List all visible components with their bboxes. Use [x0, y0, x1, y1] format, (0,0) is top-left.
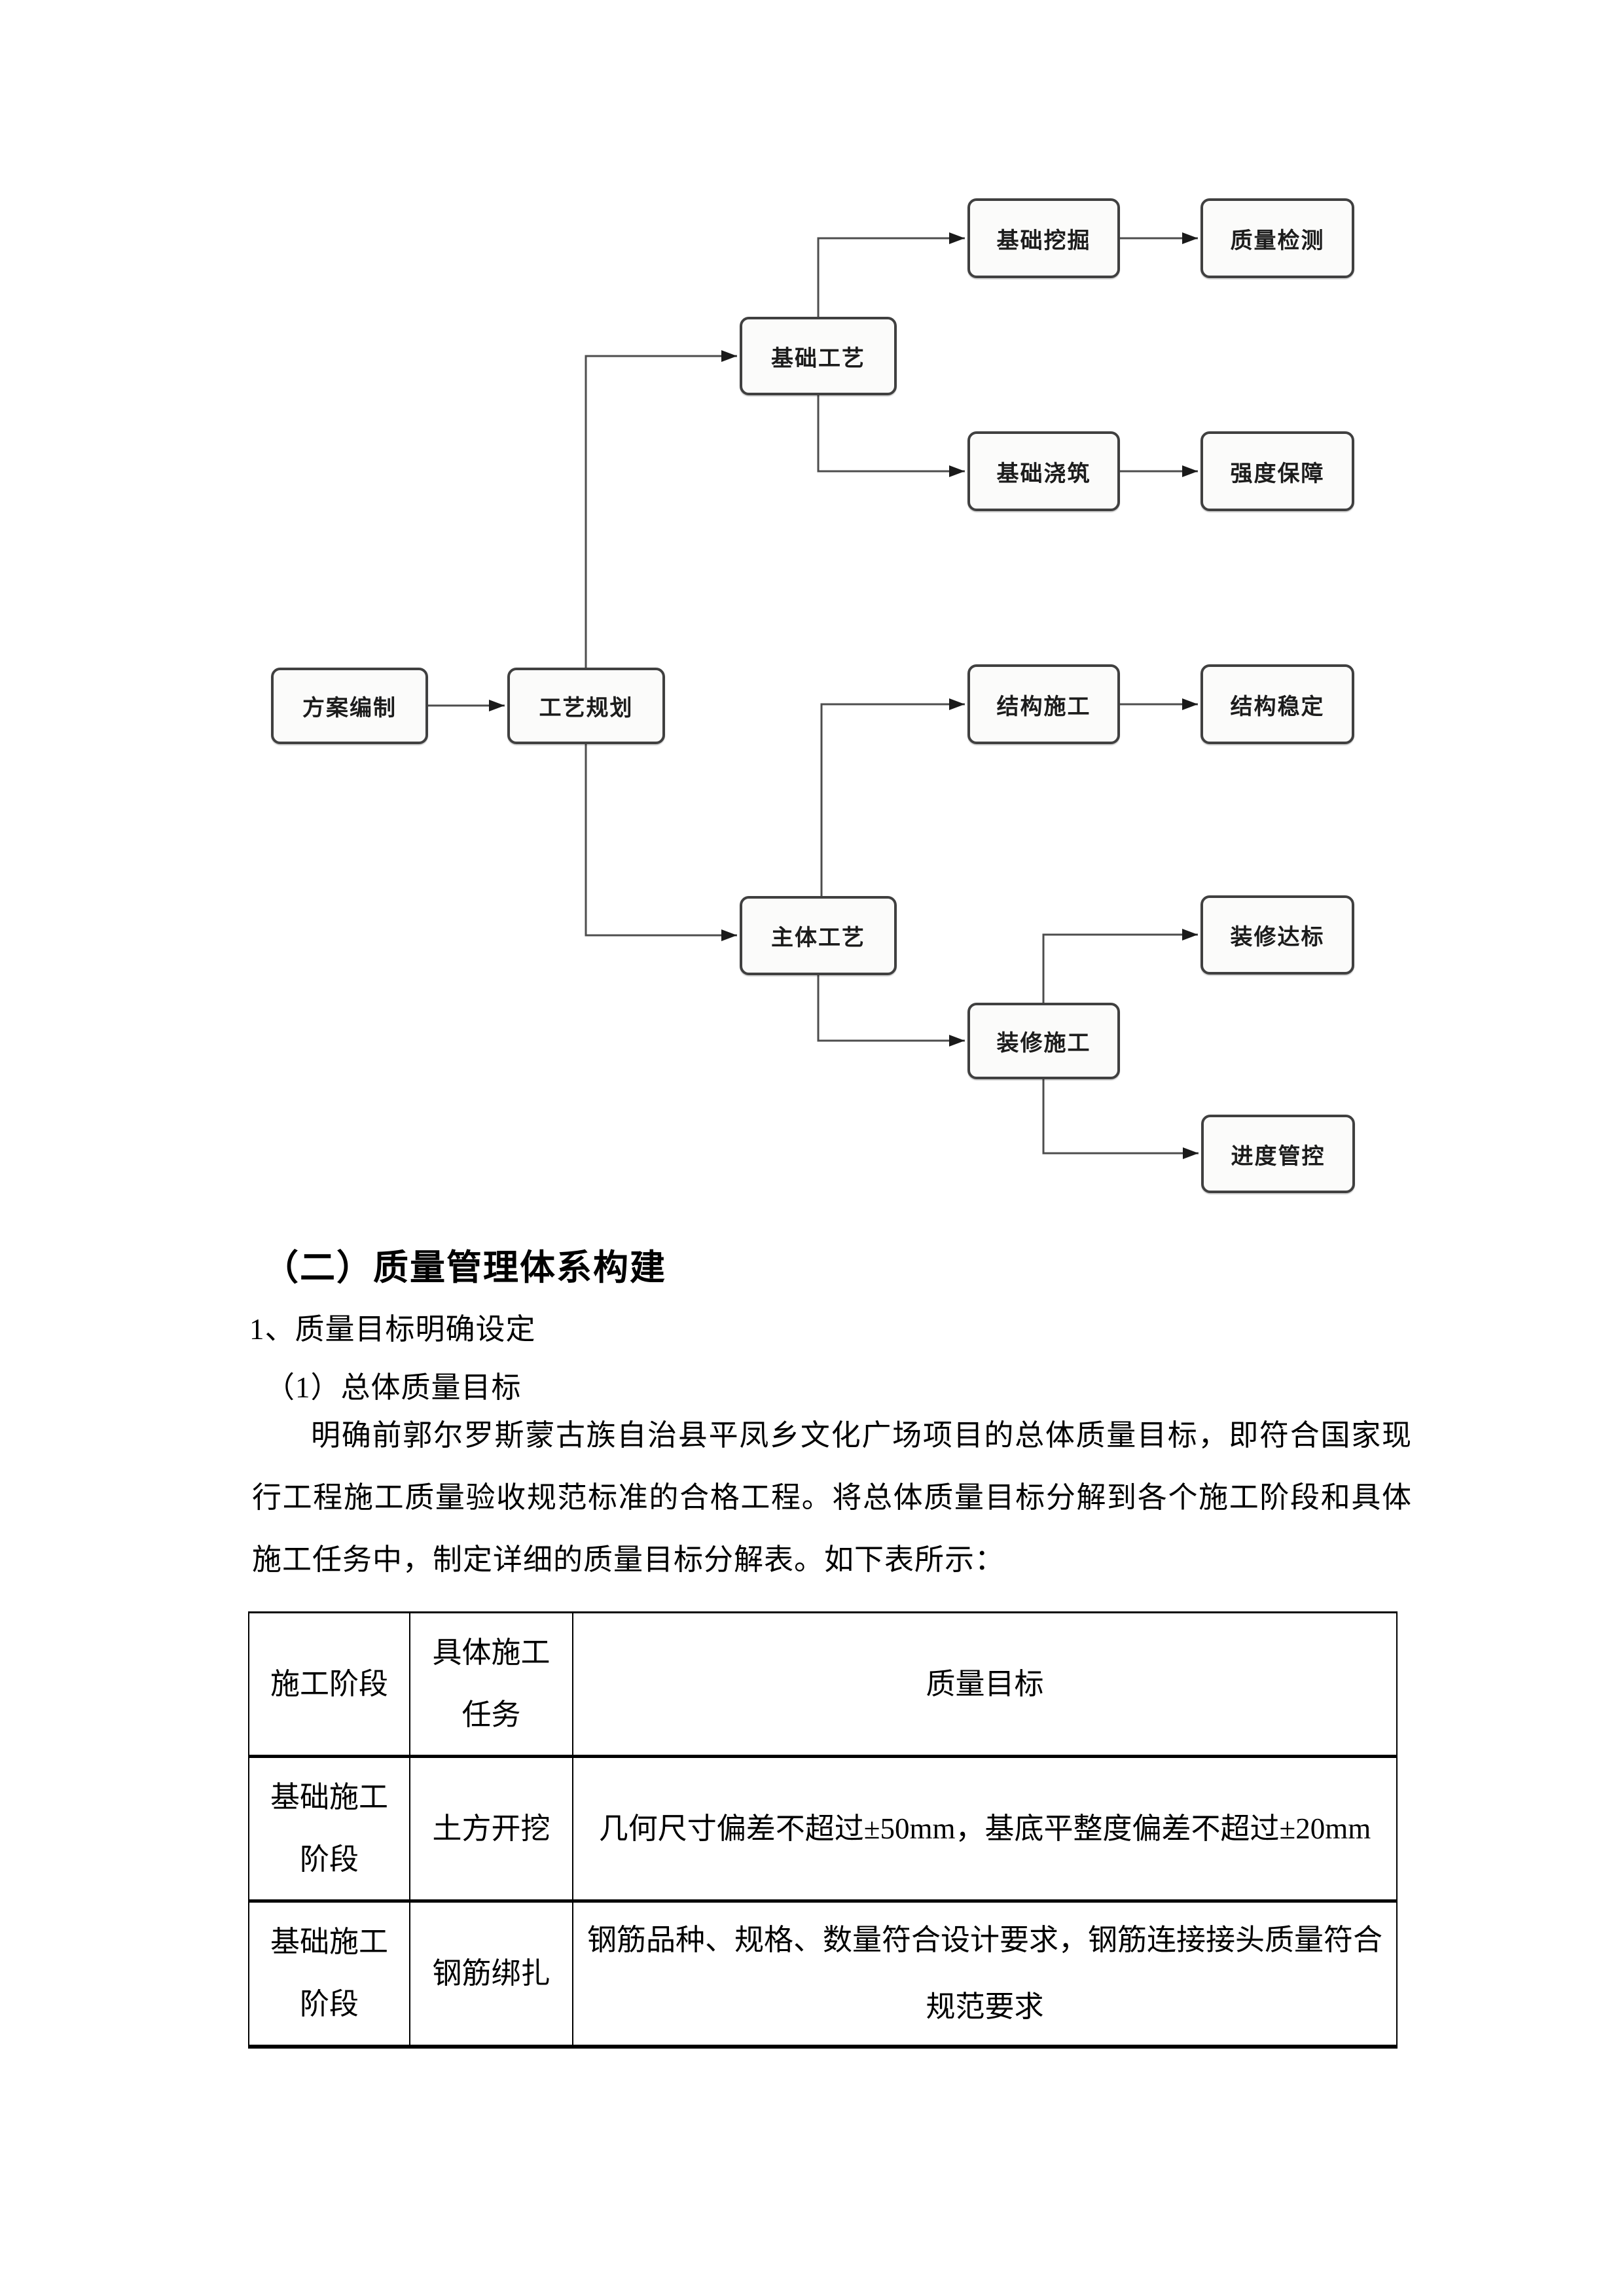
edge-process-planning-to-foundation-process [585, 350, 737, 668]
header-cell-stage: 施工阶段 [248, 1611, 410, 1758]
cell-task: 土方开挖 [409, 1756, 573, 1903]
flowchart-node-foundation-process: 基础工艺 [740, 317, 897, 395]
task-text: 钢筋绑扎 [432, 1957, 550, 1990]
process-flowchart: 方案编制 工艺规划 基础工艺 基础挖掘 质量检测 基础浇筑 强度保障 结构施工 … [271, 198, 1355, 1193]
cell-target: 几何尺寸偏差不超过±50mm，基底平整度偏差不超过±20mm [572, 1756, 1398, 1903]
section-heading: （二）质量管理体系构建 [263, 1248, 666, 1287]
flowchart-node-progress-control: 进度管控 [1201, 1115, 1355, 1193]
table-header-row: 施工阶段 具体施工任务 质量目标 [248, 1611, 1398, 1758]
header-stage-text: 施工阶段 [270, 1668, 388, 1700]
target-text: 几何尺寸偏差不超过±50mm，基底平整度偏差不超过±20mm [598, 1812, 1371, 1845]
quality-target-table: 施工阶段 具体施工任务 质量目标 基础施工阶段 土方开挖 几何尺寸偏差不超过±5… [248, 1611, 1398, 2049]
flowchart-node-plan: 方案编制 [271, 668, 428, 744]
table-row: 基础施工阶段 钢筋绑扎 钢筋品种、规格、数量符合设计要求，钢筋连接接头质量符合规… [248, 1901, 1398, 2049]
edge-process-planning-to-main-process [585, 744, 737, 941]
header-target-text: 质量目标 [926, 1668, 1044, 1700]
edge-main-process-to-decoration-construction [817, 975, 965, 1047]
subsection-heading-2: （1）总体质量目标 [265, 1371, 522, 1404]
edge-foundation-process-to-foundation-pouring [817, 395, 965, 477]
cell-stage: 基础施工阶段 [248, 1901, 410, 2049]
flowchart-node-structure-stability: 结构稳定 [1200, 664, 1354, 744]
body-paragraph: 明确前郭尔罗斯蒙古族自治县平凤乡文化广场项目的总体质量目标，即符合国家现行工程施… [252, 1419, 1412, 1576]
flowchart-node-quality-inspection: 质量检测 [1200, 198, 1354, 278]
flowchart-node-decoration-standard: 装修达标 [1200, 895, 1354, 975]
cell-task: 钢筋绑扎 [409, 1901, 573, 2049]
flowchart-node-main-process: 主体工艺 [740, 896, 897, 975]
flowchart-node-decoration-construction: 装修施工 [967, 1003, 1120, 1079]
task-text: 土方开挖 [432, 1812, 550, 1845]
flowchart-connectors [428, 232, 1199, 1159]
edge-decoration-construction-to-progress-control [1042, 1079, 1199, 1159]
cell-target: 钢筋品种、规格、数量符合设计要求，钢筋连接接头质量符合规范要求 [572, 1901, 1398, 2049]
table-row: 基础施工阶段 土方开挖 几何尺寸偏差不超过±50mm，基底平整度偏差不超过±20… [248, 1756, 1398, 1903]
cell-stage: 基础施工阶段 [248, 1756, 410, 1903]
flowchart-node-foundation-excavation: 基础挖掘 [967, 198, 1120, 278]
header-cell-target: 质量目标 [572, 1611, 1398, 1758]
header-cell-task: 具体施工任务 [409, 1611, 573, 1758]
edge-foundation-process-to-foundation-excavation [817, 232, 965, 317]
flowchart-node-structure-construction: 结构施工 [967, 664, 1120, 744]
flowchart-node-foundation-pouring: 基础浇筑 [967, 431, 1120, 511]
stage-text: 基础施工阶段 [270, 1780, 388, 1876]
stage-text: 基础施工阶段 [270, 1925, 388, 2020]
target-text: 钢筋品种、规格、数量符合设计要求，钢筋连接接头质量符合规范要求 [586, 1924, 1382, 2024]
subsection-heading-1: 1、质量目标明确设定 [249, 1313, 536, 1346]
flowchart-node-process-planning: 工艺规划 [507, 668, 665, 744]
header-task-text: 具体施工任务 [432, 1636, 550, 1731]
edge-decoration-construction-to-decoration-standard [1042, 929, 1198, 1003]
flowchart-node-strength-guarantee: 强度保障 [1200, 431, 1354, 511]
edge-main-process-to-structure-construction [820, 698, 965, 896]
